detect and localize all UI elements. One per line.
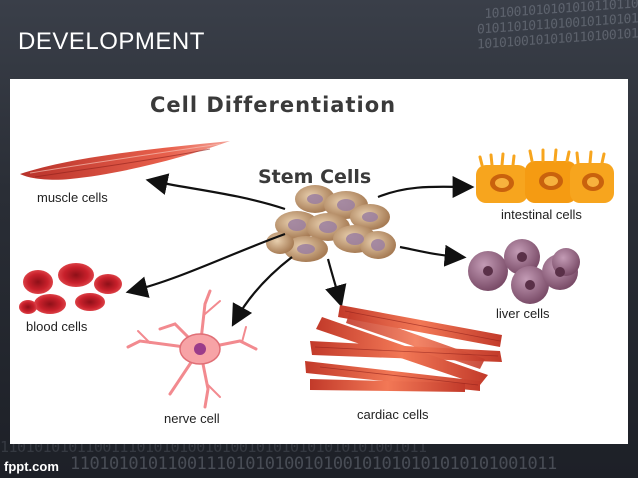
label-blood-cells: blood cells <box>26 319 88 334</box>
binary-decoration-bottom: 1101010101100111010101001010010101010101… <box>70 454 557 474</box>
binary-decoration-top: 101001010101010110110 010110101101001011… <box>476 0 638 53</box>
nerve-cell-illustration <box>126 289 258 409</box>
label-liver-cells: liver cells <box>496 306 550 321</box>
stem-cells-heading: Stem Cells <box>258 166 371 188</box>
arrow-to-intestinal <box>377 175 475 199</box>
arrow-to-nerve <box>231 256 293 327</box>
footer-brand: fppt.com <box>4 459 59 474</box>
intestinal-cells-illustration <box>476 148 614 203</box>
arrow-to-blood <box>125 232 286 298</box>
blood-cells-illustration <box>19 263 122 314</box>
differentiation-arrows <box>125 173 475 327</box>
arrow-to-liver <box>399 244 467 267</box>
arrow-to-muscle <box>145 173 286 211</box>
label-intestinal-cells: intestinal cells <box>501 207 582 222</box>
label-muscle-cells: muscle cells <box>37 190 108 205</box>
cell-differentiation-diagram: Cell Differentiation muscle cells <box>19 93 614 426</box>
stem-cells-illustration <box>266 185 396 262</box>
cardiac-cells-illustration <box>305 305 502 392</box>
diagram-heading: Cell Differentiation <box>150 93 396 117</box>
arrow-to-cardiac <box>325 258 347 308</box>
slide-title: DEVELOPMENT <box>18 28 205 55</box>
diagram-panel: Cell Differentiation muscle cells <box>10 79 628 444</box>
label-cardiac-cells: cardiac cells <box>357 407 429 422</box>
liver-cells-illustration <box>468 239 580 304</box>
label-nerve-cell: nerve cell <box>164 411 220 426</box>
muscle-cell-illustration <box>20 141 230 180</box>
